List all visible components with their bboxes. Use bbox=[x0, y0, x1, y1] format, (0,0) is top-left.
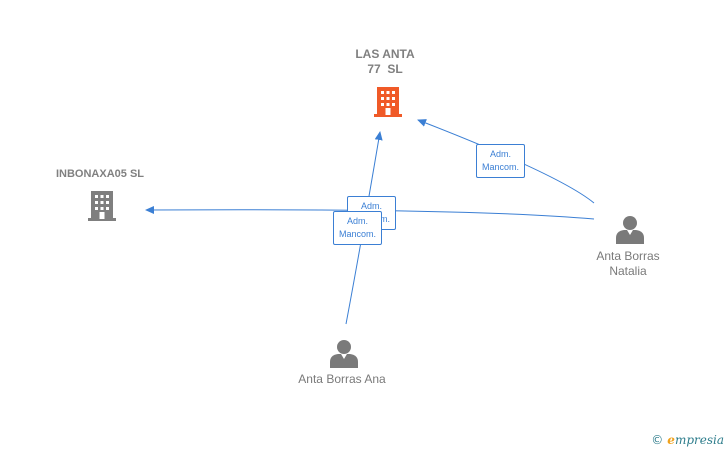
person-label-natalia[interactable]: Anta Borras Natalia bbox=[596, 249, 660, 278]
edge-label-natalia-inbonaxa: Adm. Mancom. bbox=[333, 211, 383, 245]
building-icon-las-anta[interactable] bbox=[373, 84, 403, 117]
edge-label-natalia-las-anta: Adm. Mancom. bbox=[476, 144, 526, 178]
person-label-ana[interactable]: Anta Borras Ana bbox=[298, 372, 386, 386]
brand-name: mpresia bbox=[674, 433, 724, 447]
person-icon-natalia[interactable] bbox=[616, 216, 644, 244]
person-icon-ana[interactable] bbox=[330, 340, 358, 368]
company-label-inbonaxa[interactable]: INBONAXA05 SL bbox=[55, 168, 145, 180]
brand-initial: e bbox=[667, 433, 675, 447]
edge-natalia-las-anta bbox=[417, 119, 595, 204]
building-icon-inbonaxa[interactable] bbox=[88, 191, 116, 221]
edge-natalia-inbonaxa bbox=[145, 205, 595, 220]
brand-credit: ©empresia bbox=[651, 433, 724, 447]
copyright-icon: © bbox=[651, 433, 664, 447]
company-label-las-anta[interactable]: LAS ANTA 77 SL bbox=[355, 47, 415, 76]
